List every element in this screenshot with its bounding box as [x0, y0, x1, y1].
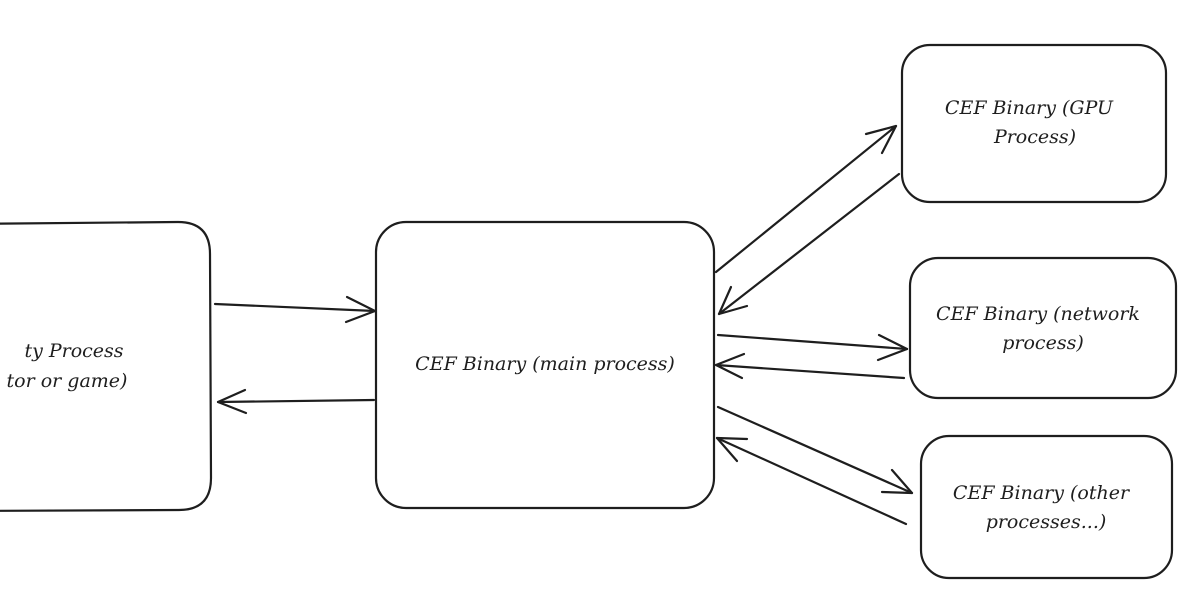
node-cef-network-process-label-line2: process) — [1002, 332, 1083, 354]
edge-unity-to-main — [213, 295, 377, 324]
node-cef-gpu-process-label-line2: Process) — [993, 126, 1076, 148]
edge-main-to-network — [716, 333, 909, 362]
node-unity-process-label-line1: ty Process — [24, 340, 123, 362]
node-cef-network-process[interactable]: CEF Binary (network process) — [908, 256, 1178, 400]
node-cef-other-processes-label-line2: processes...) — [986, 511, 1107, 533]
node-cef-other-processes-box — [919, 434, 1174, 580]
node-cef-gpu-process-label-line1: CEF Binary (GPU — [945, 97, 1114, 119]
node-cef-main-process-box — [374, 220, 716, 510]
node-cef-main-process[interactable]: CEF Binary (main process) — [374, 220, 716, 510]
node-cef-gpu-process-box — [900, 43, 1168, 204]
node-unity-process-box — [0, 220, 213, 512]
edge-main-to-gpu — [714, 124, 898, 274]
node-cef-main-process-label: CEF Binary (main process) — [415, 353, 675, 375]
edge-other-to-main — [715, 436, 908, 526]
edge-network-to-main — [714, 352, 906, 380]
node-cef-other-processes-label-line1: CEF Binary (other — [953, 482, 1131, 504]
node-cef-network-process-label-line1: CEF Binary (network — [936, 303, 1140, 325]
edge-main-to-other — [716, 405, 914, 495]
node-cef-gpu-process[interactable]: CEF Binary (GPU Process) — [900, 43, 1168, 204]
edge-gpu-to-main — [717, 172, 901, 316]
node-unity-process[interactable]: ty Process tor or game) — [0, 220, 213, 512]
edge-main-to-unity — [216, 388, 376, 415]
node-unity-process-label-line2: tor or game) — [7, 370, 128, 392]
node-cef-network-process-box — [908, 256, 1178, 400]
node-cef-other-processes[interactable]: CEF Binary (other processes...) — [919, 434, 1174, 580]
